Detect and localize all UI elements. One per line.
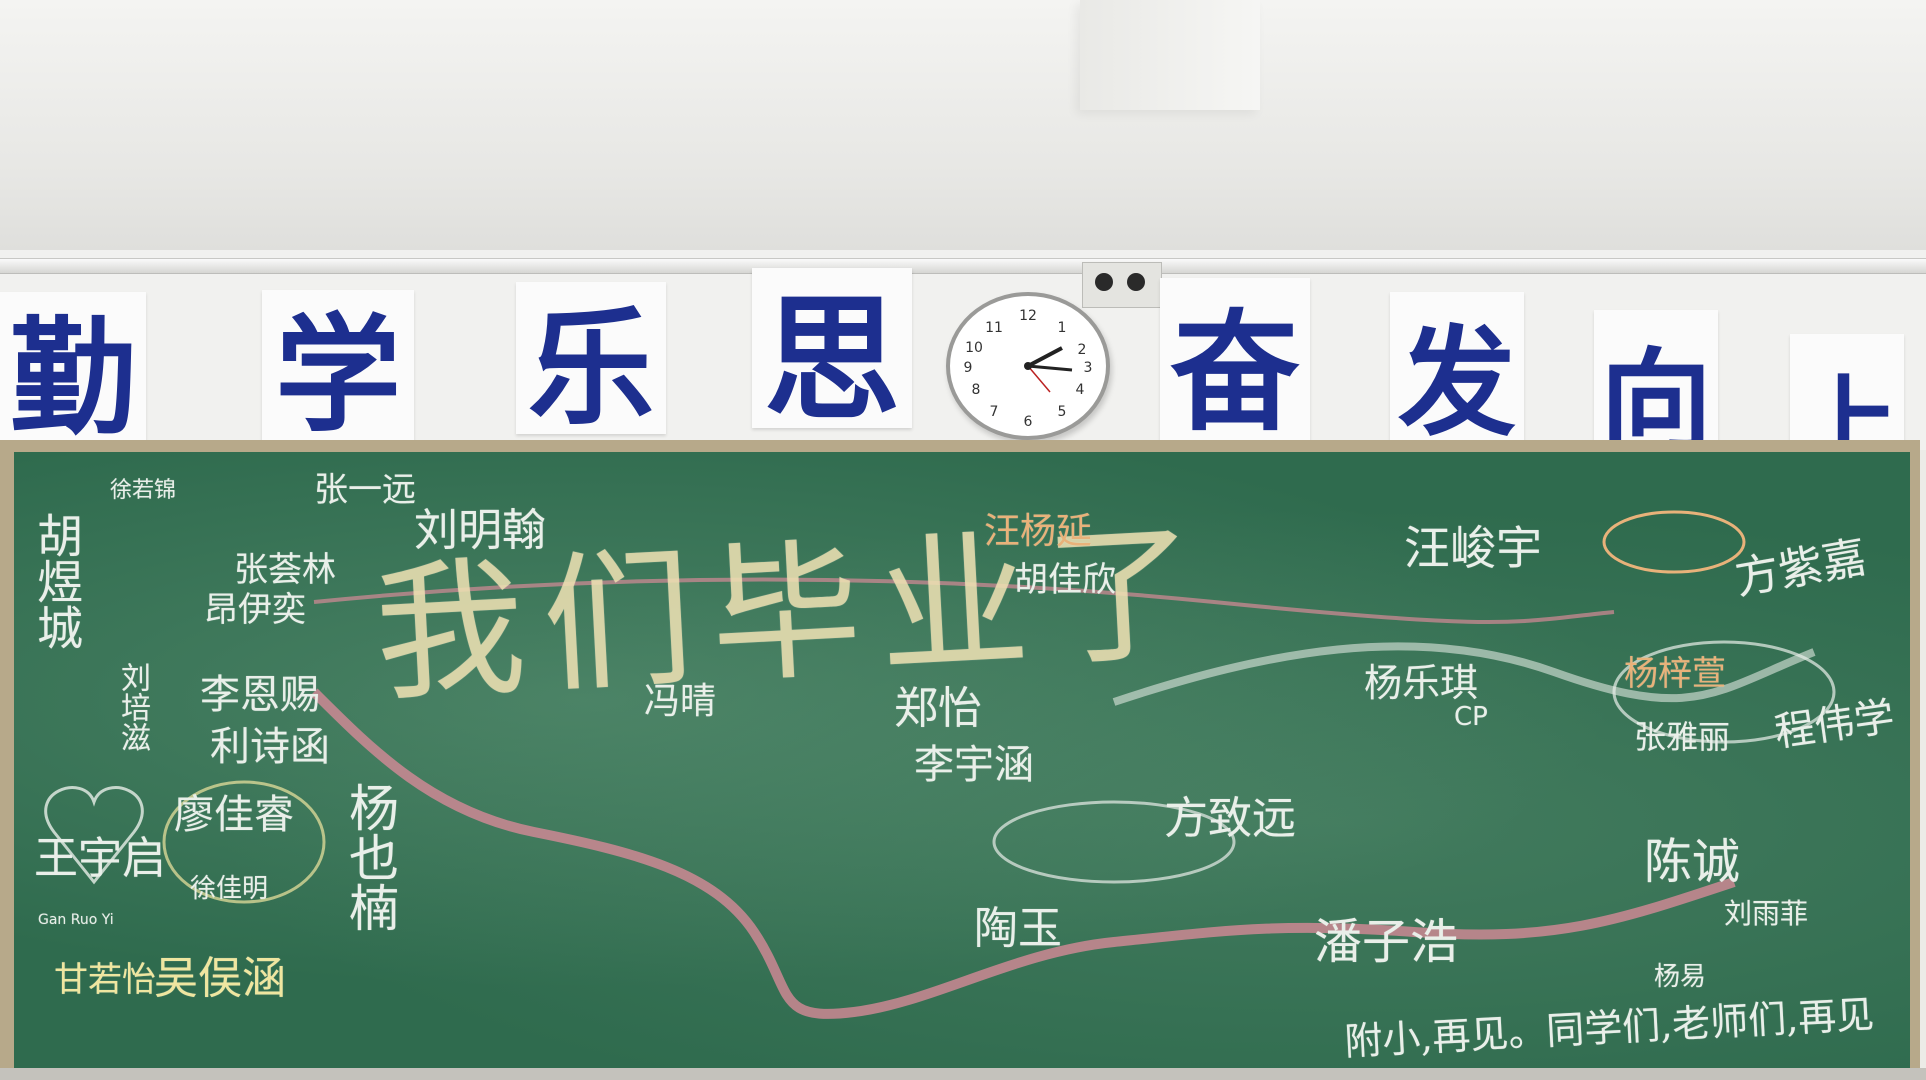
orange-bubble	[1602, 510, 1746, 574]
slogan-char-6: 发	[1390, 292, 1524, 452]
chalk-tray	[0, 1068, 1926, 1080]
board-name: 张雅丽	[1634, 718, 1731, 756]
board-name: 汪峻宇	[1404, 521, 1542, 575]
pink-chalk-line-2	[313, 577, 1615, 624]
wall-pipe	[0, 258, 1926, 274]
svg-text:7: 7	[990, 404, 999, 420]
board-name: 张荟林	[234, 550, 336, 590]
board-name: 杨也楠	[341, 782, 399, 932]
board-name: 杨梓萱	[1624, 654, 1726, 694]
board-name: 方致远	[1164, 793, 1296, 844]
slogan-char-2: 学	[262, 290, 414, 449]
svg-text:10: 10	[965, 340, 983, 356]
white-chalk-wave	[1112, 642, 1816, 706]
board-name: 冯晴	[644, 681, 717, 722]
slogan-char-5: 奋	[1160, 278, 1310, 449]
svg-text:12: 12	[1019, 308, 1037, 324]
ceiling	[0, 0, 1926, 250]
svg-text:11: 11	[985, 320, 1003, 336]
svg-text:3: 3	[1084, 360, 1093, 376]
board-name: 甘若怡	[54, 960, 156, 1000]
svg-text:4: 4	[1076, 382, 1085, 398]
blackboard: 我们毕业了 徐若锦 张一远 刘明翰 张荟林 昂伊奕 汪杨延 胡佳欣 汪峻宇 方紫…	[14, 452, 1910, 1070]
svg-text:9: 9	[964, 360, 973, 376]
board-name: 胡煜城	[30, 512, 84, 650]
svg-text:8: 8	[972, 382, 981, 398]
board-name: 胡佳欣	[1014, 560, 1116, 600]
board-name: 王宇启	[34, 833, 166, 884]
yellow-heart-doodle	[162, 780, 326, 904]
board-name: 刘雨菲	[1724, 897, 1809, 930]
svg-text:5: 5	[1058, 404, 1067, 420]
board-name: 刘明翰	[414, 505, 546, 556]
board-name: 张一远	[314, 470, 416, 510]
board-name: 刘培滋	[115, 662, 150, 752]
board-name: 吴俣涵	[154, 953, 286, 1004]
board-name: 李宇涵	[914, 742, 1034, 788]
board-name: 李恩赐	[200, 672, 320, 718]
chalk-oval	[992, 800, 1236, 884]
ceiling-beam	[1080, 0, 1260, 110]
slogan-char-3: 乐	[516, 282, 666, 442]
board-name: 陈诚	[1644, 834, 1741, 890]
heart-doodle	[44, 786, 144, 885]
board-name: 廖佳睿	[174, 792, 294, 838]
slogan-char-4: 思	[752, 268, 912, 440]
chalk-drawings	[44, 510, 1836, 1019]
slogan-char-1: 勤	[0, 292, 146, 452]
board-name: 陶玉	[974, 903, 1062, 954]
board-name: 潘子浩	[1314, 914, 1459, 970]
board-name: 徐佳明	[190, 874, 269, 904]
chen-bubble	[1612, 640, 1836, 744]
board-name: 徐若锦	[110, 478, 177, 503]
board-name: 杨乐琪	[1364, 661, 1479, 705]
board-name: 昂伊奕	[204, 590, 306, 630]
board-name: 利诗函	[210, 724, 330, 770]
board-name: CP	[1454, 702, 1488, 732]
svg-text:6: 6	[1024, 414, 1033, 430]
svg-text:1: 1	[1058, 320, 1067, 336]
board-name: 汪杨延	[984, 511, 1093, 552]
pink-chalk-line	[310, 688, 1736, 1019]
board-name: Gan Ruo Yi	[38, 912, 114, 928]
power-outlet	[1082, 262, 1162, 308]
svg-text:2: 2	[1078, 342, 1087, 358]
board-name: 郑怡	[894, 683, 982, 734]
board-name: 杨易	[1654, 962, 1707, 992]
